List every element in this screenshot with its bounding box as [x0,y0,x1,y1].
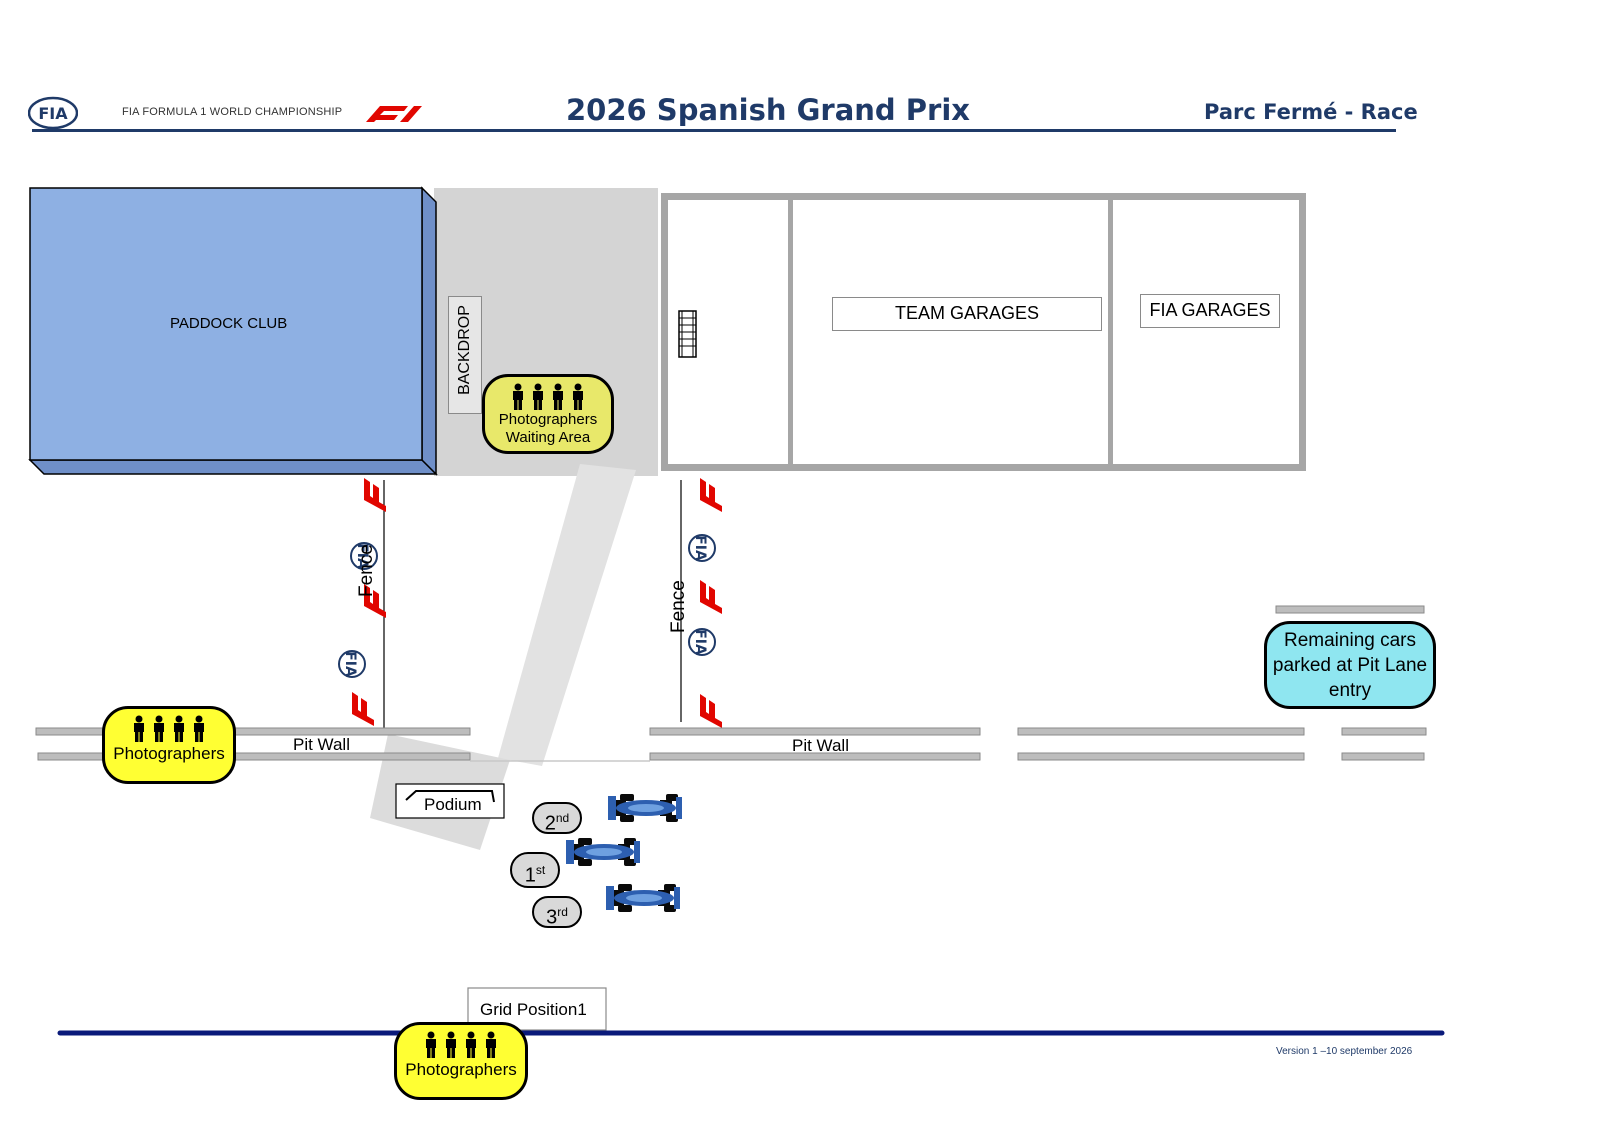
page-title: 2026 Spanish Grand Prix [566,93,970,127]
podium [395,783,505,819]
fence-right-label: Fence [668,580,689,633]
photographers-waiting-line1: Photographers [498,411,598,428]
race-car-third [606,884,680,912]
photographers-bottom-label: Photographers [405,1060,517,1079]
pit-wall-segments [35,605,1427,762]
fence-right-banner: FIA FIA [688,478,722,728]
fence-left-banner: FIA FIA [338,478,386,726]
backdrop-label: BACKDROP [456,305,473,395]
team-garages-label: TEAM GARAGES [832,297,1102,331]
paddock-club-building [29,187,423,461]
race-car-second [608,794,682,822]
remaining-cars-line3: entry [1328,680,1372,701]
f1-logo-icon [366,106,422,122]
position-first-badge: 1st [510,852,560,888]
version-label: Version 1 –10 september 2026 [1276,1046,1413,1057]
position-third-badge: 3rd [532,896,582,929]
paddock-club-side-face [421,186,437,476]
svg-text:FIA: FIA [342,651,358,677]
people-icon [134,715,204,742]
remaining-cars-line2: parked at Pit Lane [1272,655,1428,676]
photographers-left-area: Photographers [102,706,236,784]
paddock-club-bottom-face [28,459,438,475]
svg-text:FIA: FIA [354,543,370,569]
people-icon [426,1031,496,1058]
photographers-left-label: Photographers [113,744,225,763]
race-car-first [566,838,640,866]
garage-cell-fia [1113,200,1299,464]
fence-left-label: Fence [356,544,377,597]
pit-wall-left-label: Pit Wall [293,735,350,754]
remaining-cars-area: Remaining cars parked at Pit Lane entry [1264,621,1436,709]
svg-text:FIA: FIA [692,535,708,561]
position-second-badge: 2nd [532,802,582,835]
page-subtitle: Parc Fermé - Race [1204,100,1418,124]
pit-wall-right-label: Pit Wall [792,736,849,755]
svg-text:FIA: FIA [38,104,68,123]
fia-logo-icon: FIA [28,96,78,130]
grid-position-label: Grid Position1 [480,1000,587,1019]
championship-label: FIA FORMULA 1 WORLD CHAMPIONSHIP [122,106,343,118]
header-underline [32,129,1396,132]
photographers-bottom-area: Photographers [394,1022,528,1100]
photographers-waiting-line2: Waiting Area [505,429,591,446]
garage-cell-team [793,200,1108,464]
photographers-waiting-area: Photographers Waiting Area [482,374,614,454]
podium-label: Podium [424,795,482,814]
stairs-icon [678,310,697,358]
backdrop-panel: BACKDROP [448,296,482,414]
fia-garages-label: FIA GARAGES [1140,294,1280,328]
paddock-club-label: PADDOCK CLUB [170,315,288,332]
walkway-path [498,464,636,766]
remaining-cars-line1: Remaining cars [1284,630,1416,651]
people-icon [513,383,583,410]
svg-text:FIA: FIA [692,629,708,655]
